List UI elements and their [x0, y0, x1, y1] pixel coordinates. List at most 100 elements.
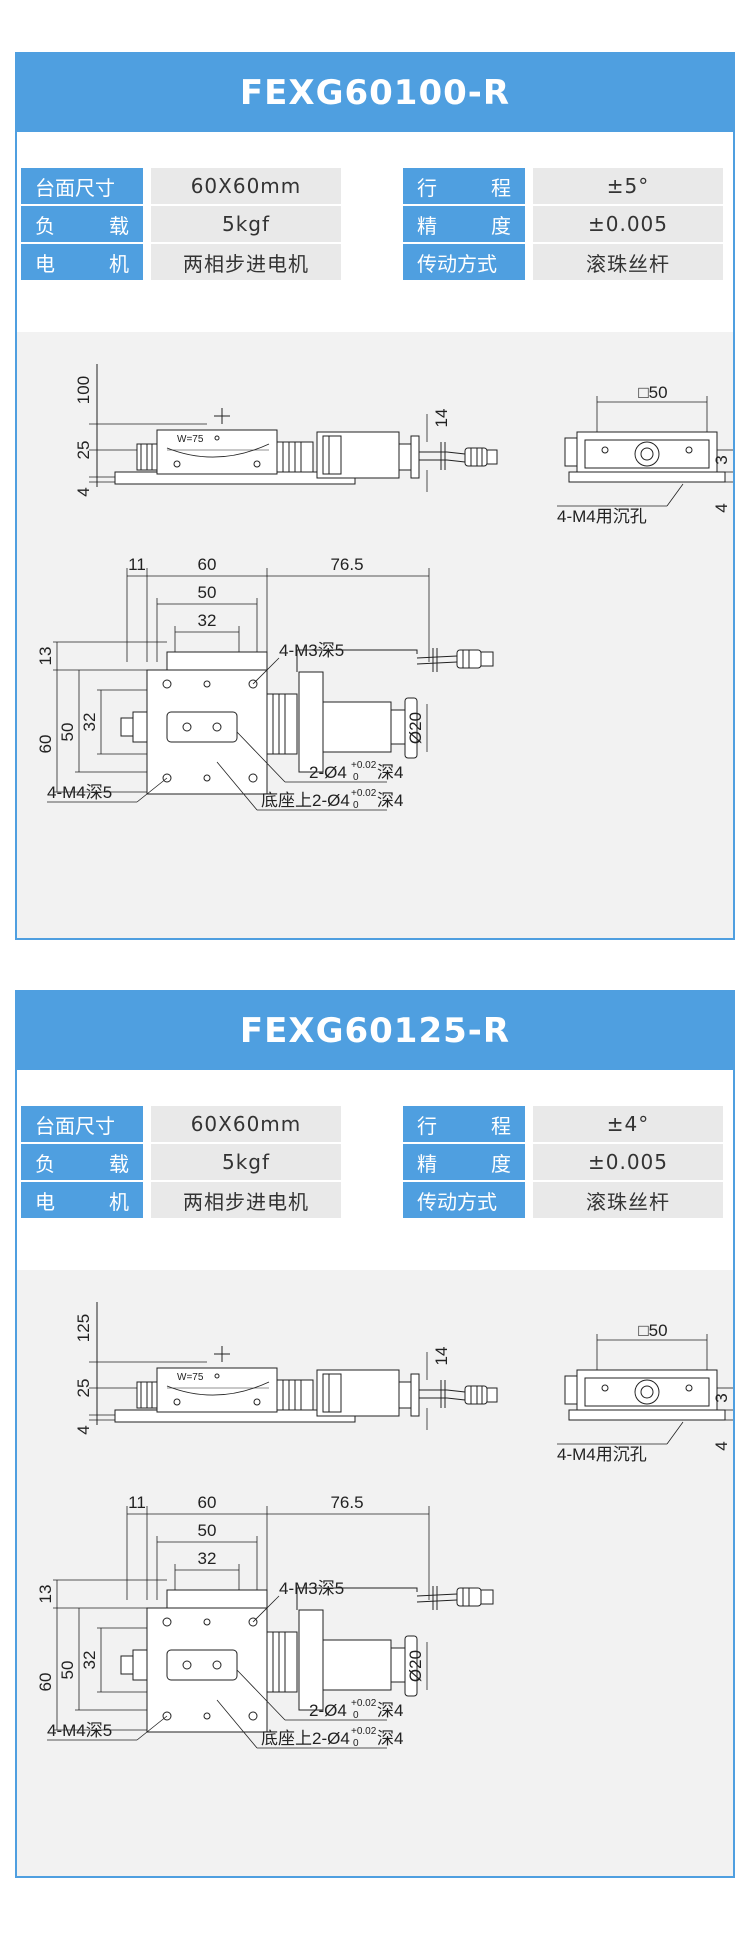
- side-view: [89, 1302, 498, 1430]
- spec-label: 台面尺寸: [21, 168, 143, 204]
- hole-callout: 4-M4深5: [47, 783, 112, 802]
- spec-value: 滚珠丝杆: [533, 244, 723, 280]
- dim-label: 14: [432, 409, 451, 428]
- dim-label: 60: [36, 735, 55, 754]
- top-view: [47, 1506, 494, 1749]
- spec-label: 负载: [21, 1144, 143, 1180]
- hole-callout: 深4: [377, 1729, 403, 1748]
- dim-label: 50: [198, 1521, 217, 1540]
- dim-label: □50: [638, 1321, 667, 1340]
- spec-label: 行程: [403, 1106, 525, 1142]
- spec-value: 两相步进电机: [151, 244, 341, 280]
- spec-label-char: 负: [35, 213, 55, 238]
- spec-row: 电机 两相步进电机 传动方式 滚珠丝杆: [17, 244, 733, 280]
- dim-label: 13: [36, 647, 55, 666]
- hole-callout: 底座上2-Ø4: [261, 791, 350, 810]
- spec-label-char: 度: [491, 213, 511, 238]
- spec-value: ±0.005: [533, 1144, 723, 1180]
- end-view: [557, 1334, 733, 1445]
- dim-label: 4: [74, 1425, 93, 1434]
- hole-callout: 深4: [377, 791, 403, 810]
- spec-label-char: 程: [491, 175, 511, 200]
- scale-mark: W=75: [177, 434, 204, 445]
- spec-label-char: 精: [417, 1151, 437, 1176]
- spec-value: 5kgf: [151, 1144, 341, 1180]
- side-view: [89, 364, 498, 492]
- dim-label: 4: [712, 503, 731, 512]
- tolerance-lower: 0: [353, 772, 359, 783]
- dim-label: 4: [712, 1441, 731, 1450]
- spec-label-char: 负: [35, 1151, 55, 1176]
- dim-label: 50: [58, 1661, 77, 1680]
- spec-label: 台面尺寸: [21, 1106, 143, 1142]
- dim-label: 76.5: [330, 1493, 363, 1512]
- spec-value: ±0.005: [533, 206, 723, 242]
- product-card-2: FEXG60125-R 台面尺寸 60X60mm 行程 ±4° 负载 5kgf …: [15, 990, 735, 1878]
- technical-drawing: 100 25 4 14 W=75 □50: [17, 332, 733, 938]
- spec-value: 60X60mm: [151, 168, 341, 204]
- product-title: FEXG60100-R: [17, 54, 733, 132]
- tolerance-lower: 0: [353, 1738, 359, 1749]
- tolerance-lower: 0: [353, 1710, 359, 1721]
- spec-value: ±5°: [533, 168, 723, 204]
- dim-label: 32: [80, 713, 99, 732]
- spec-label: 精度: [403, 1144, 525, 1180]
- hole-callout: 2-Ø4: [309, 1701, 347, 1720]
- spec-label: 负载: [21, 206, 143, 242]
- hole-callout: 深4: [377, 1701, 403, 1720]
- spec-label: 传动方式: [403, 244, 525, 280]
- dim-label: 14: [432, 1347, 451, 1366]
- dim-label: 11: [128, 1493, 146, 1512]
- tolerance-upper: +0.02: [351, 1698, 377, 1709]
- drawing-svg: 100 25 4 14 W=75 □50: [36, 364, 733, 811]
- dim-label: 125: [74, 1314, 93, 1342]
- dim-label: Ø20: [406, 712, 425, 744]
- product-card-1: FEXG60100-R 台面尺寸 60X60mm 行程 ±5° 负载 5kgf …: [15, 52, 735, 940]
- hole-callout: 2-Ø4: [309, 763, 347, 782]
- dim-label: Ø20: [406, 1650, 425, 1682]
- spec-label-char: 程: [491, 1113, 511, 1138]
- dim-label: 13: [36, 1585, 55, 1604]
- scale-mark: W=75: [177, 1372, 204, 1383]
- dim-label: 50: [198, 583, 217, 602]
- spec-label: 行程: [403, 168, 525, 204]
- tolerance-upper: +0.02: [351, 1726, 377, 1737]
- spec-label-char: 行: [417, 175, 437, 200]
- spec-label-char: 载: [109, 213, 129, 238]
- product-title: FEXG60125-R: [17, 992, 733, 1070]
- spec-label-char: 机: [109, 1189, 129, 1214]
- hole-callout: 4-M4深5: [47, 1721, 112, 1740]
- spec-label-char: 机: [109, 251, 129, 276]
- spec-table: 台面尺寸 60X60mm 行程 ±5° 负载 5kgf 精度 ±0.005 电机…: [17, 132, 733, 332]
- spec-label-char: 精: [417, 213, 437, 238]
- dim-label: □50: [638, 383, 667, 402]
- dim-label: 60: [198, 555, 217, 574]
- spec-value: ±4°: [533, 1106, 723, 1142]
- dim-label: 3: [712, 455, 731, 464]
- dim-label: 3: [712, 1393, 731, 1402]
- spec-label: 电机: [21, 244, 143, 280]
- hole-callout: 4-M3深5: [279, 641, 344, 660]
- product-title-text: FEXG60100-R: [239, 73, 511, 113]
- spec-value: 5kgf: [151, 206, 341, 242]
- spec-table: 台面尺寸 60X60mm 行程 ±4° 负载 5kgf 精度 ±0.005 电机…: [17, 1070, 733, 1270]
- spec-row: 负载 5kgf 精度 ±0.005: [17, 1144, 733, 1180]
- dim-label: 32: [198, 611, 217, 630]
- spec-value: 两相步进电机: [151, 1182, 341, 1218]
- spec-row: 台面尺寸 60X60mm 行程 ±4°: [17, 1106, 733, 1142]
- spec-label: 电机: [21, 1182, 143, 1218]
- spec-row: 台面尺寸 60X60mm 行程 ±5°: [17, 168, 733, 204]
- tolerance-upper: +0.02: [351, 788, 377, 799]
- hole-callout: 深4: [377, 763, 403, 782]
- dim-label: 100: [74, 376, 93, 404]
- hole-callout: 底座上2-Ø4: [261, 1729, 350, 1748]
- spec-value: 60X60mm: [151, 1106, 341, 1142]
- product-title-text: FEXG60125-R: [239, 1011, 511, 1051]
- dim-label: 32: [80, 1651, 99, 1670]
- dim-label: 60: [36, 1673, 55, 1692]
- dim-label: 25: [74, 1379, 93, 1398]
- dim-label: 4: [74, 487, 93, 496]
- dim-label: 76.5: [330, 555, 363, 574]
- spec-row: 电机 两相步进电机 传动方式 滚珠丝杆: [17, 1182, 733, 1218]
- spec-value: 滚珠丝杆: [533, 1182, 723, 1218]
